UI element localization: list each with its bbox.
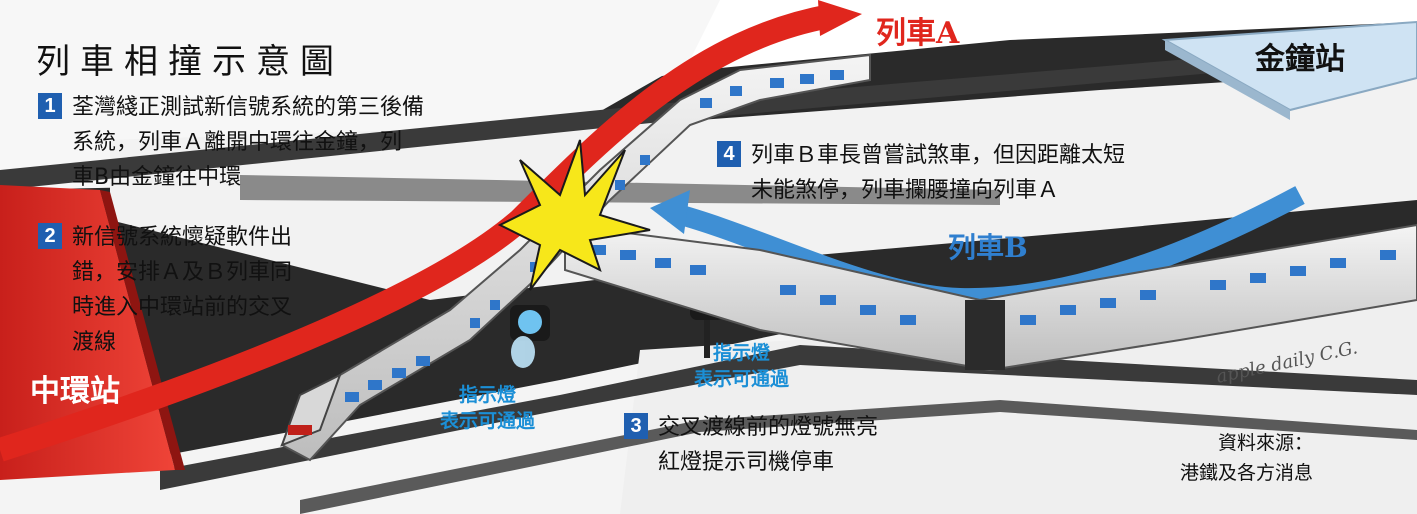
- admiralty-station-label: 金鐘站: [1255, 42, 1345, 77]
- signal-2-line1: 指示燈: [713, 342, 771, 364]
- step-2-text: 新信號系統懷疑軟件出 錯，安排Ａ及Ｂ列車同 時進入中環站前的交叉 渡線: [72, 225, 293, 355]
- signal-1-line1: 指示燈: [459, 384, 517, 406]
- train-a: [280, 53, 871, 462]
- train-b: [564, 223, 1417, 372]
- step-4-text: 列車Ｂ車長曾嘗試煞車，但因距離太短 未能煞停，列車攔腰撞向列車Ａ: [751, 143, 1126, 203]
- diagram-title: 列車相撞示意圖: [36, 42, 344, 82]
- step-2-badge: 2: [38, 223, 62, 249]
- train-b-label: 列車B: [948, 231, 1028, 264]
- step-3: 3 交叉渡線前的燈號無亮 紅燈提示司機停車: [624, 410, 878, 480]
- train-b-gangway: [965, 300, 1005, 370]
- step-2: 2 新信號系統懷疑軟件出 錯，安排Ａ及Ｂ列車同 時進入中環站前的交叉 渡線: [38, 220, 292, 360]
- train-a-arrowhead: [818, 0, 862, 36]
- collision-burst: [497, 139, 651, 291]
- middle-trackbed: [110, 70, 1417, 300]
- step-4: 4 列車Ｂ車長曾嘗試煞車，但因距離太短 未能煞停，列車攔腰撞向列車Ａ: [717, 138, 1125, 208]
- step-3-text: 交叉渡線前的燈號無亮 紅燈提示司機停車: [658, 415, 879, 475]
- train-b-arrowhead: [650, 190, 690, 234]
- signal-2-label: 指示燈 表示可通過: [694, 340, 789, 392]
- train-a-label: 列車A: [876, 16, 960, 51]
- step-1-text: 荃灣綫正測試新信號系統的第三後備 系統，列車Ａ離開中環往金鐘，列 車B由金鐘往中…: [72, 95, 425, 190]
- step-4-badge: 4: [717, 141, 741, 167]
- step-3-badge: 3: [624, 413, 648, 439]
- step-1: 1 荃灣綫正測試新信號系統的第三後備 系統，列車Ａ離開中環往金鐘，列 車B由金鐘…: [38, 90, 424, 195]
- rail-band-lower: [300, 400, 1417, 514]
- signal-post-1: [510, 305, 550, 368]
- central-station-label: 中環站: [30, 374, 120, 409]
- admiralty-platform: [1161, 20, 1417, 120]
- signal-1-label: 指示燈 表示可通過: [440, 382, 535, 434]
- signal-1-line2: 表示可通過: [440, 410, 536, 432]
- signal-2-line2: 表示可通過: [694, 368, 790, 390]
- train-a-headlight: [288, 425, 312, 435]
- source-note: 資料來源： 港鐵及各方消息: [1180, 432, 1314, 484]
- step-1-badge: 1: [38, 93, 62, 119]
